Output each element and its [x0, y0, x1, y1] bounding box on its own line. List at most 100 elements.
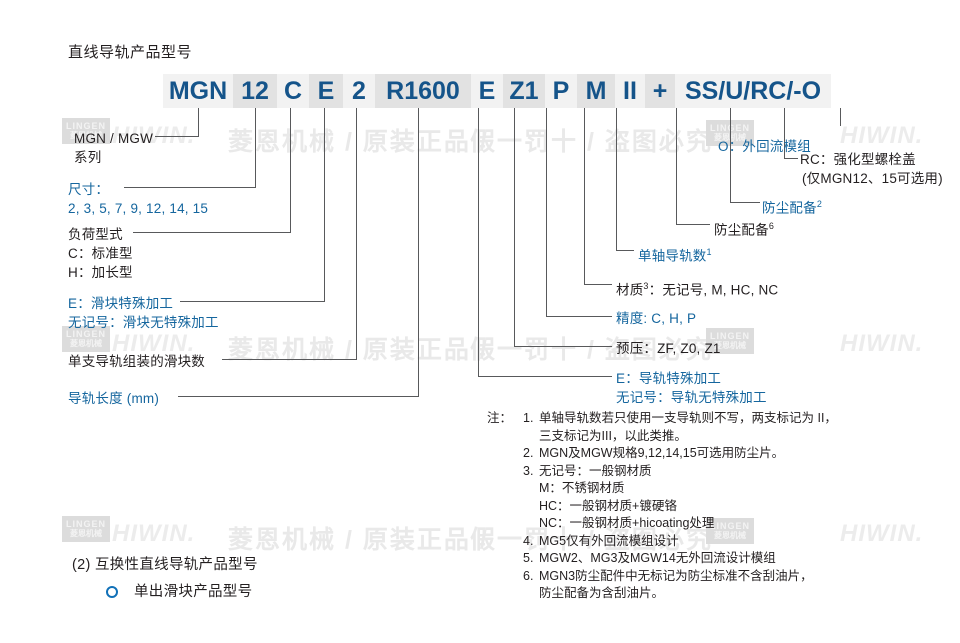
leader-line-series-h	[155, 136, 199, 137]
note-text: MGN3防尘配件中无标记为防尘标准不含刮油片，	[539, 568, 813, 583]
leader-line-load-h	[133, 232, 291, 233]
label-rail-count-text: 单轴导轨数	[638, 248, 707, 264]
leader-line-blockcount-h	[222, 359, 357, 360]
leader-line-accuracy-v	[546, 108, 547, 316]
leader-line-material-h	[584, 284, 612, 285]
leader-line-size-v	[255, 108, 256, 187]
model-code-segment: 12	[233, 74, 277, 108]
model-code-segment: SS/U/RC/-O	[675, 74, 831, 108]
label-material: 材质3：无记号, M, HC, NC	[616, 277, 778, 300]
label-dust-2-text: 防尘配备	[762, 200, 817, 216]
note-number: 6.	[523, 568, 534, 583]
note-line: 6. MGN3防尘配件中无标记为防尘标准不含刮油片，	[487, 568, 837, 586]
leader-line-load-v	[290, 108, 291, 232]
model-code-segment: P	[545, 74, 577, 108]
label-block-machining-line-1: 无记号：滑块无特殊加工	[68, 315, 219, 330]
note-number: 1.	[523, 411, 534, 425]
watermark-hiwin-6: HIWIN.	[840, 520, 924, 547]
notes-head-label	[487, 550, 523, 568]
note-line: HC：一般钢材质+镀硬铬	[487, 498, 837, 516]
notes-head-label	[487, 533, 523, 551]
note-text: MGN及MGW规格9,12,14,15可选用防尘片。	[539, 446, 785, 460]
label-block-count-line-0: 单支导轨组装的滑块数	[68, 354, 205, 369]
note-number: 3.	[523, 463, 534, 478]
leader-line-accuracy-h	[546, 316, 612, 317]
note-text: 无记号：一般钢材质	[539, 463, 652, 478]
leader-line-material-v	[584, 108, 585, 284]
model-code-segment: E	[309, 74, 343, 108]
leader-line-railmach-h	[478, 376, 612, 377]
leader-line-raillength-h	[178, 396, 419, 397]
label-outer-recirc-line-0: O：外回流模组	[718, 139, 811, 154]
leader-line-series-v	[198, 108, 199, 136]
bullet-label: 单出滑块产品型号	[134, 584, 253, 600]
notes-head-label	[487, 585, 523, 603]
leader-line-blockcount-v	[356, 108, 357, 359]
note-number	[523, 480, 539, 498]
label-size-line-0: 尺寸：	[68, 182, 110, 197]
notes-head-label	[487, 428, 523, 446]
label-rail-length-line-0: 导轨长度 (mm)	[68, 391, 160, 406]
model-code-segment: C	[277, 74, 309, 108]
leader-line-boltcap-v	[784, 108, 785, 158]
label-rail-machining: E：导轨特殊加工 无记号：导轨无特殊加工	[616, 369, 767, 407]
label-load-type: 负荷型式 C：标准型 H：加长型	[68, 225, 133, 282]
note-line: 注：1.单轴导轨数若只使用一支导轨则不写，两支标记为 II，	[487, 410, 837, 428]
label-preload: 预压：ZF, Z0, Z1	[616, 339, 721, 358]
note-line: 3. 无记号：一般钢材质	[487, 463, 837, 481]
label-bolt-cap: RC：强化型螺栓盖 (仅MGN12、15可选用)	[800, 150, 943, 188]
note-number: 5.	[523, 551, 534, 565]
note-number: 2.	[523, 446, 534, 460]
notes-head-label	[487, 515, 523, 533]
label-load-type-line-2: H：加长型	[68, 265, 133, 280]
model-code-segment: Z1	[503, 74, 545, 108]
leader-line-dust2-h	[730, 202, 760, 203]
label-rail-count-sup: 1	[706, 247, 712, 257]
note-text: HC：一般钢材质+镀硬铬	[539, 498, 677, 513]
note-line: 2. MGN及MGW规格9,12,14,15可选用防尘片。	[487, 445, 837, 463]
note-text: MG5仅有外回流模组设计	[539, 533, 679, 548]
note-text: MGW2、MG3及MGW14无外回流设计模组	[539, 551, 776, 565]
model-code-segment: II	[615, 74, 645, 108]
leader-line-blockmach-h	[180, 301, 325, 302]
label-block-machining: E：滑块特殊加工 无记号：滑块无特殊加工	[68, 294, 219, 332]
watermark-logo-3-bottom: 菱恩机械	[70, 339, 102, 348]
label-accuracy-line-0: 精度: C, H, P	[616, 311, 697, 326]
notes-head-label	[487, 480, 523, 498]
label-load-type-line-0: 负荷型式	[68, 227, 123, 242]
note-text: 三支标记为III，以此类推。	[539, 428, 687, 443]
note-line: M：不锈钢材质	[487, 480, 837, 498]
note-number	[523, 428, 539, 446]
watermark-hiwin-2: HIWIN.	[840, 122, 924, 149]
note-line: NC：一般钢材质+hicoating处理	[487, 515, 837, 533]
label-accuracy: 精度: C, H, P	[616, 309, 696, 328]
note-text: NC：一般钢材质+hicoating处理	[539, 516, 715, 530]
note-line: 三支标记为III，以此类推。	[487, 428, 837, 446]
leader-line-size-h	[124, 187, 256, 188]
label-bolt-cap-line-1: (仅MGN12、15可选用)	[802, 171, 943, 186]
watermark-logo-5-bottom: 菱恩机械	[70, 529, 102, 538]
leader-line-raillength-v	[418, 108, 419, 396]
leader-line-blockmach-v	[324, 108, 325, 301]
watermark-phrase-1: 菱恩机械 / 原装正品 /	[228, 128, 489, 156]
label-preload-line-0: 预压：ZF, Z0, Z1	[616, 341, 721, 356]
note-number	[523, 498, 539, 516]
label-rail-length: 导轨长度 (mm)	[68, 389, 159, 408]
notes-head-label: 注：	[487, 411, 513, 425]
label-dust-6-text: 防尘配备	[714, 222, 769, 238]
label-size: 尺寸： 2, 3, 5, 7, 9, 12, 14, 15	[68, 180, 208, 218]
label-dust-2-sup: 2	[816, 199, 823, 209]
notes-head-label	[487, 568, 523, 586]
model-code-segment: M	[577, 74, 615, 108]
model-code-segment: 2	[343, 74, 375, 108]
watermark-phrase-5: 菱恩机械 / 原装正品 /	[228, 526, 489, 554]
label-dust-6: 防尘配备6	[714, 217, 774, 240]
watermark-hiwin-4: HIWIN.	[840, 330, 924, 357]
leader-line-railcount-h	[616, 250, 634, 251]
label-bolt-cap-line-0: RC：强化型螺栓盖	[800, 152, 916, 167]
leader-line-outerrecirc-v	[840, 108, 841, 126]
label-rail-machining-line-0: E：导轨特殊加工	[616, 371, 722, 386]
leader-line-preload-v	[514, 108, 515, 346]
note-number	[523, 515, 539, 533]
